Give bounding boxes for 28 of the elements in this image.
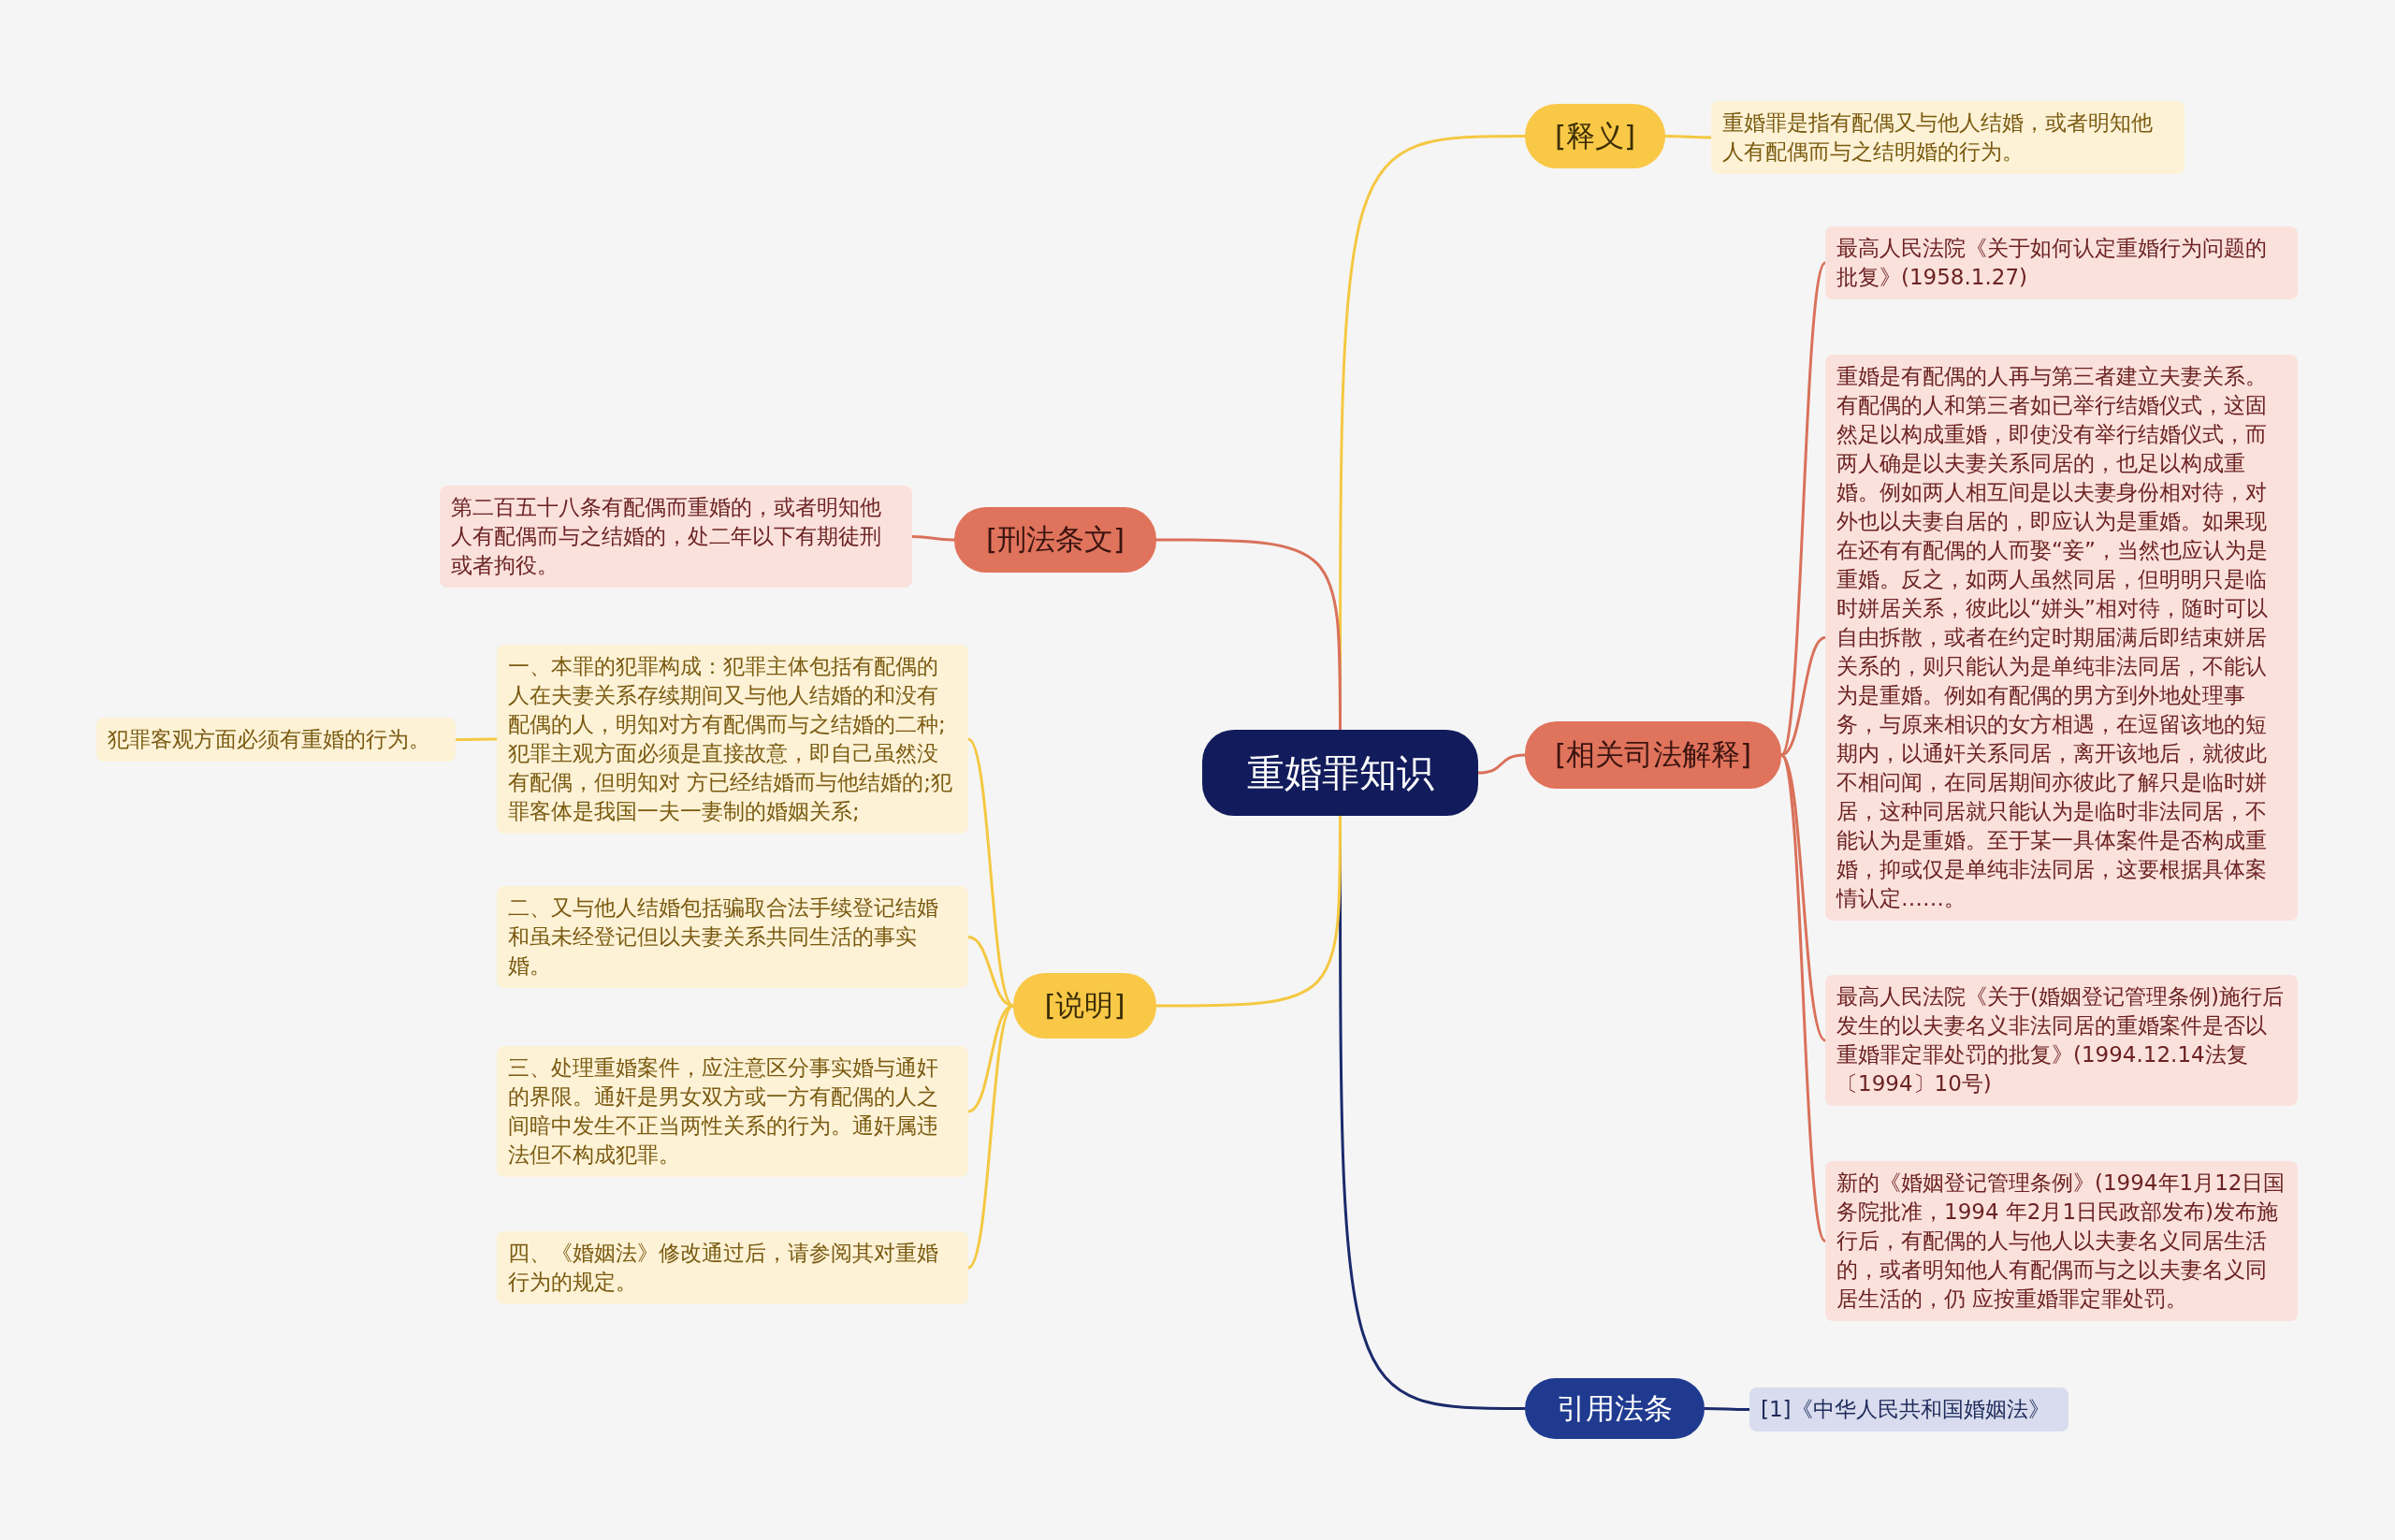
text-card: [1]《中华人民共和国婚姻法》 (1749, 1387, 2068, 1431)
connector (1665, 135, 1711, 139)
connector (456, 737, 497, 741)
connector (966, 1004, 1015, 1270)
root-topic: 重婚罪知识 (1202, 730, 1478, 816)
text-card: 四、《婚姻法》修改通过后，请参阅其对重婚行为的规定。 (497, 1231, 968, 1304)
text-card: 新的《婚姻登记管理条例》(1994年1月12日国务院批准，1994 年2月1日民政部发布)发布施行后，有配偶的人与他人以夫妻名义同居生活的，或者明知他人有配偶而与之以夫妻名义同居生活的，仍 应按重婚罪定罪处罚。 (1825, 1161, 2298, 1321)
connector (911, 535, 955, 542)
text-card: 二、又与他人结婚包括骗取合法手续登记结婚和虽未经登记但以夫妻关系共同生活的事实婚。 (497, 886, 968, 988)
connector (1477, 753, 1526, 775)
connector (1779, 754, 1827, 1242)
text-card: 重婚是有配偶的人再与第三者建立夫妻关系。有配偶的人和第三者如已举行结婚仪式，这固然足以构成重婚，即使没有举行结婚仪式，而两人确是以夫妻关系同居的，也足以构成重婚。例如两人相互间是以夫妻身份相对待，对外也以夫妻自居的，即应认为是重婚。如果现在还有有配偶的人而娶“妾”，当然也应认为是重婚。反之，如两人虽然同居，但明明只是临时姘居关系，彼此以“姘头”相对待，随时可以自由拆散，或者在约定时期届满后即结束姘居关系的，则只能认为是单纯非法同居，不能认为是重婚。例如有配偶的男方到外地处理事务，与原来相识的女方相遇，在逗留该地的短期内，以通奸关系同居，离开该地后，就彼此不相问闻，在同居期间亦彼此了解只是临时姘居，这种同居就只能认为是临时非法同居，不能认为是重婚。至于某一具体案件是否构成重婚，抑或仅是单纯非法同居，这要根据具体案情认定……。 (1825, 355, 2298, 921)
text-card: 第二百五十八条有配偶而重婚的，或者明知他人有配偶而与之结婚的，处二年以下有期徒刑或者拘役。 (440, 486, 912, 588)
connector (1156, 538, 1342, 730)
text-card: 最高人民法院《关于如何认定重婚行为问题的批复》(1958.1.27) (1825, 226, 2298, 299)
connector (1156, 816, 1342, 1008)
branch-topic: 引用法条 (1525, 1378, 1705, 1439)
branch-topic: [说明] (1013, 973, 1156, 1039)
branch-topic: [释义] (1525, 104, 1665, 168)
connector (1779, 262, 1827, 756)
branch-topic: [刑法条文] (954, 507, 1156, 573)
text-card: 犯罪客观方面必须有重婚的行为。 (96, 718, 456, 762)
connector (1705, 1407, 1749, 1411)
text-card: 三、处理重婚案件，应注意区分事实婚与通奸的界限。通奸是男女双方或一方有配偶的人之间暗中发生不正当两性关系的行为。通奸属违法但不构成犯罪。 (497, 1046, 968, 1177)
branch-topic: [相关司法解释] (1525, 721, 1781, 789)
text-card: 一、本罪的犯罪构成：犯罪主体包括有配偶的人在夫妻关系存续期间又与他人结婚的和没有配偶的人，明知对方有配偶而与之结婚的二种;犯罪主观方面必须是直接故意，即自己虽然没有配偶，但明知对 方已经结婚而与他结婚的;犯罪客体是我国一夫一妻制的婚姻关系; (497, 645, 968, 834)
text-card: 最高人民法院《关于(婚姻登记管理条例)施行后发生的以夫妻名义非法同居的重婚案件是否以重婚罪定罪处罚的批复》(1994.12.14法复〔1994〕10号) (1825, 975, 2298, 1106)
text-card: 重婚罪是指有配偶又与他人结婚，或者明知他人有配偶而与之结明婚的行为。 (1711, 101, 2185, 174)
